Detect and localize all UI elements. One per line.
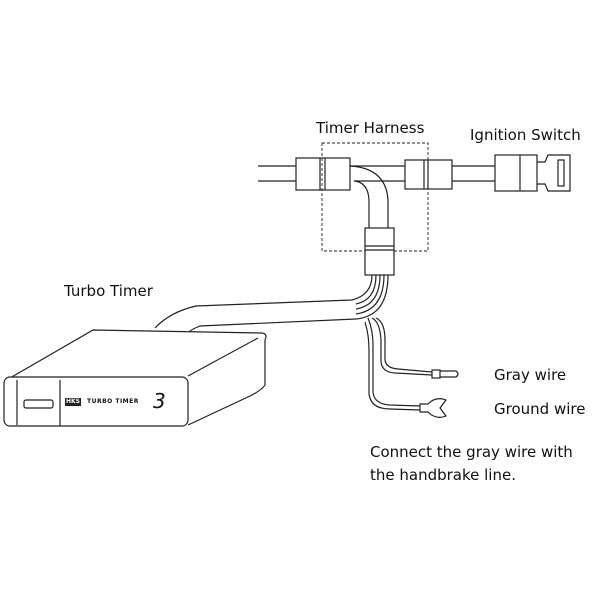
hks-logo: HKS bbox=[65, 398, 81, 406]
ground-wire bbox=[364, 317, 447, 418]
turbo-timer-unit bbox=[3, 329, 267, 427]
note-line-2: the handbrake line. bbox=[370, 466, 516, 484]
label-ignition-switch: Ignition Switch bbox=[470, 126, 581, 144]
label-gray-wire: Gray wire bbox=[494, 366, 567, 384]
card-slot-icon bbox=[23, 399, 54, 409]
main-harness-wire bbox=[258, 165, 495, 182]
harness-connector-left bbox=[295, 157, 351, 191]
label-ground-wire: Ground wire bbox=[494, 400, 586, 418]
ignition-switch-icon bbox=[494, 154, 571, 192]
timer-cable bbox=[154, 274, 389, 334]
note-line-1: Connect the gray wire with bbox=[370, 443, 573, 461]
wiring-note: Connect the gray wire with the handbrake… bbox=[370, 441, 573, 487]
gray-wire bbox=[371, 317, 459, 379]
label-timer-harness: Timer Harness bbox=[316, 119, 425, 137]
device-model-label: TURBO TIMER bbox=[87, 398, 139, 405]
harness-connector-right bbox=[404, 159, 453, 190]
harness-branch-wire bbox=[349, 165, 389, 228]
label-turbo-timer: Turbo Timer bbox=[64, 282, 153, 300]
timer-connector bbox=[364, 227, 395, 276]
device-display-digit: 3 bbox=[153, 389, 166, 413]
